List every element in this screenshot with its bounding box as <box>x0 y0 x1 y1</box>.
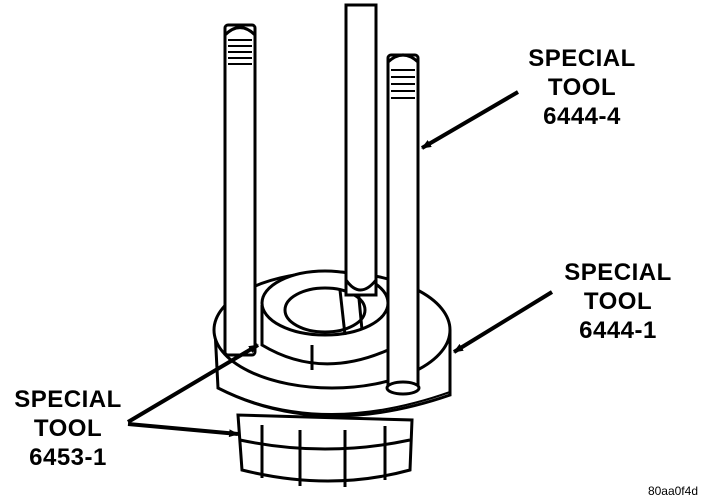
right-threaded-stud-6444-4 <box>385 53 421 396</box>
callout-line-3: 6444-1 <box>579 317 657 344</box>
callout-line-2: TOOL <box>547 74 617 101</box>
arrow-to-6444-4 <box>420 90 520 150</box>
arrow-to-6444-1 <box>452 290 554 354</box>
callout-line-3: 6444-4 <box>543 103 621 130</box>
leader-arrows <box>126 90 554 438</box>
arrow-to-6453-1-lower <box>127 422 239 438</box>
arrow-to-6453-1-upper <box>126 343 260 424</box>
callout-special-tool-6444-4: SPECIAL TOOL 6444-4 <box>512 44 652 131</box>
left-threaded-stud <box>223 23 257 357</box>
threaded-nut-6453-1 <box>236 413 414 487</box>
figure-reference-code: 80aa0f4d <box>647 484 698 498</box>
callout-special-tool-6444-1: SPECIAL TOOL 6444-1 <box>548 258 688 345</box>
callout-line-2: TOOL <box>33 415 103 442</box>
callout-line-1: SPECIAL <box>564 259 672 286</box>
callout-line-3: 6453-1 <box>29 444 107 471</box>
split-collet <box>260 269 390 370</box>
center-shaft <box>344 3 378 297</box>
callout-line-1: SPECIAL <box>14 386 122 413</box>
callout-special-tool-6453-1: SPECIAL TOOL 6453-1 <box>0 385 138 472</box>
callout-line-1: SPECIAL <box>528 45 636 72</box>
callout-line-2: TOOL <box>583 288 653 315</box>
